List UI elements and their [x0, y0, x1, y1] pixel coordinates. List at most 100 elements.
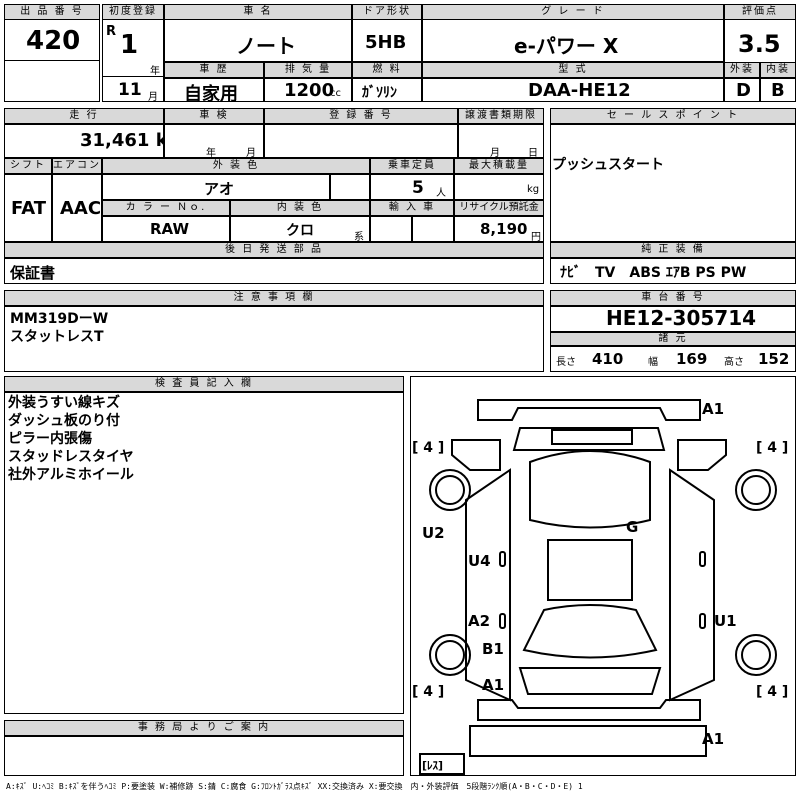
equipment: ﾅﾋﾞ TV ABS ｴｱB PS PW: [560, 265, 747, 281]
ac-label: エアコン: [52, 158, 102, 174]
mileage: 31,461 km: [80, 130, 187, 151]
color-label: 外 装 色: [102, 158, 370, 174]
later-parts: 保証書: [10, 264, 56, 282]
score-label: 評価点: [724, 4, 796, 20]
shift-label: シフト: [4, 158, 52, 174]
length: 410: [592, 350, 624, 368]
notes-cell: [4, 306, 544, 372]
reg-number-cell: [264, 124, 458, 158]
displacement: 1200: [284, 80, 335, 101]
lot-number: 420: [26, 26, 81, 56]
sales-cell: [550, 124, 796, 242]
tire-tread-rear-left: [ 4 ]: [412, 684, 445, 700]
inspector-label: 検 査 員 記 入 欄: [4, 376, 404, 392]
inspector-line: ピラー内張傷: [8, 431, 92, 447]
load-unit: kg: [527, 184, 540, 195]
score: 3.5: [738, 30, 781, 58]
shift-cell: [4, 174, 52, 242]
grade: e-パワー X: [514, 34, 619, 58]
later-parts-label: 後 日 発 送 部 品: [4, 242, 544, 258]
reg-year: 1: [120, 30, 139, 60]
damage-mark: A1: [702, 400, 725, 418]
car-name: ノート: [236, 34, 296, 58]
interior-cell: [760, 78, 796, 102]
history-cell: [164, 78, 264, 102]
mileage-label: 走 行: [4, 108, 164, 124]
recycle-cell: [454, 216, 544, 242]
first-reg-cell: [102, 4, 164, 102]
exterior-cell: [724, 78, 760, 102]
tire-tread-front-right: [ 4 ]: [756, 440, 789, 456]
import-cell-a: [370, 216, 412, 242]
lot-label: 出 品 番 号: [4, 4, 100, 20]
equipment-label: 純 正 装 備: [550, 242, 796, 258]
notes-line-2: スタットレスT: [10, 329, 104, 345]
import-cell-b: [412, 216, 454, 242]
spec-label: 諸 元: [550, 332, 796, 346]
interior-grade: B: [771, 80, 785, 101]
divider: [102, 76, 164, 77]
model-label: 型 式: [422, 62, 724, 78]
reg-number-label: 登 録 番 号: [264, 108, 458, 124]
year-unit: 年: [150, 66, 160, 77]
lot-sub-cell: [4, 60, 100, 102]
office-label: 事 務 局 よ り ご 案 内: [4, 720, 404, 736]
recycle-fee: 8,190: [480, 220, 528, 238]
load-label: 最大積載量: [454, 158, 544, 174]
fuel-label: 燃 料: [352, 62, 422, 78]
inspection-year-unit: 年: [206, 148, 216, 159]
inspector-line: 社外アルミホイール: [8, 467, 134, 483]
door-type: 5HB: [365, 32, 407, 53]
inspector-line: スタッドレスタイヤ: [8, 449, 134, 465]
capacity-label: 乗車定員: [370, 158, 454, 174]
interior-color: クロ: [286, 223, 314, 239]
legend: A:ｷｽﾞ U:ﾍｺﾐ B:ｷｽﾞを伴うﾍｺﾐ P:要塗装 W:補修跡 S:錆 …: [6, 782, 583, 791]
notes-line-1: MM319DーW: [10, 311, 109, 327]
recycle-unit: 円: [531, 232, 541, 243]
inspection-cell: [164, 124, 264, 158]
chassis-number: HE12-305714: [606, 306, 757, 330]
ac-cell: [52, 174, 102, 242]
equipment-cell: [550, 258, 796, 284]
damage-mark: B1: [482, 640, 504, 658]
inspection-label: 車 検: [164, 108, 264, 124]
transfer-label: 譲渡書類期限: [458, 108, 544, 124]
recycle-label: リサイクル預託金: [454, 200, 544, 216]
inspection-month-unit: 月: [246, 148, 256, 159]
shift: FAT: [11, 198, 47, 219]
capacity-cell: [370, 174, 454, 200]
height: 152: [758, 350, 790, 368]
exterior-color: アオ: [204, 180, 235, 198]
int-color-unit: 系: [354, 232, 364, 243]
damage-mark: U2: [422, 524, 445, 542]
int-color-label: 内 装 色: [230, 200, 370, 216]
height-label: 高さ: [724, 357, 744, 368]
model-cell: [422, 78, 724, 102]
history: 自家用: [184, 84, 238, 105]
capacity: 5: [412, 178, 424, 198]
ac: AAC: [60, 198, 102, 219]
grade-label: グ レ ー ド: [422, 4, 724, 20]
exterior-label: 外装: [724, 62, 760, 78]
inspector-line: 外装うすい線キズ: [8, 395, 120, 411]
fuel: ｶﾞｿﾘﾝ: [362, 85, 397, 101]
history-label: 車 歴: [164, 62, 264, 78]
displacement-label: 排 気 量: [264, 62, 352, 78]
spec-cell: [550, 346, 796, 372]
damage-mark: G: [626, 518, 639, 536]
color-cell: [102, 174, 330, 200]
model-code: DAA-HE12: [528, 80, 631, 101]
notes-label: 注 意 事 項 欄: [4, 290, 544, 306]
damage-mark: U4: [468, 552, 491, 570]
fuel-cell: [352, 78, 422, 102]
int-color-cell: [230, 216, 370, 242]
sales-label: セ ー ル ス ポ イ ン ト: [550, 108, 796, 124]
diagram-frame: [410, 376, 796, 776]
color-no-cell: [102, 216, 230, 242]
transfer-month-unit: 月: [490, 148, 500, 159]
chassis-cell: [550, 306, 796, 332]
spare-tire: [ﾚｽ]: [422, 759, 444, 772]
import-label: 輸 入 車: [370, 200, 454, 216]
damage-mark: U1: [714, 612, 737, 630]
color-number: RAW: [150, 220, 190, 238]
